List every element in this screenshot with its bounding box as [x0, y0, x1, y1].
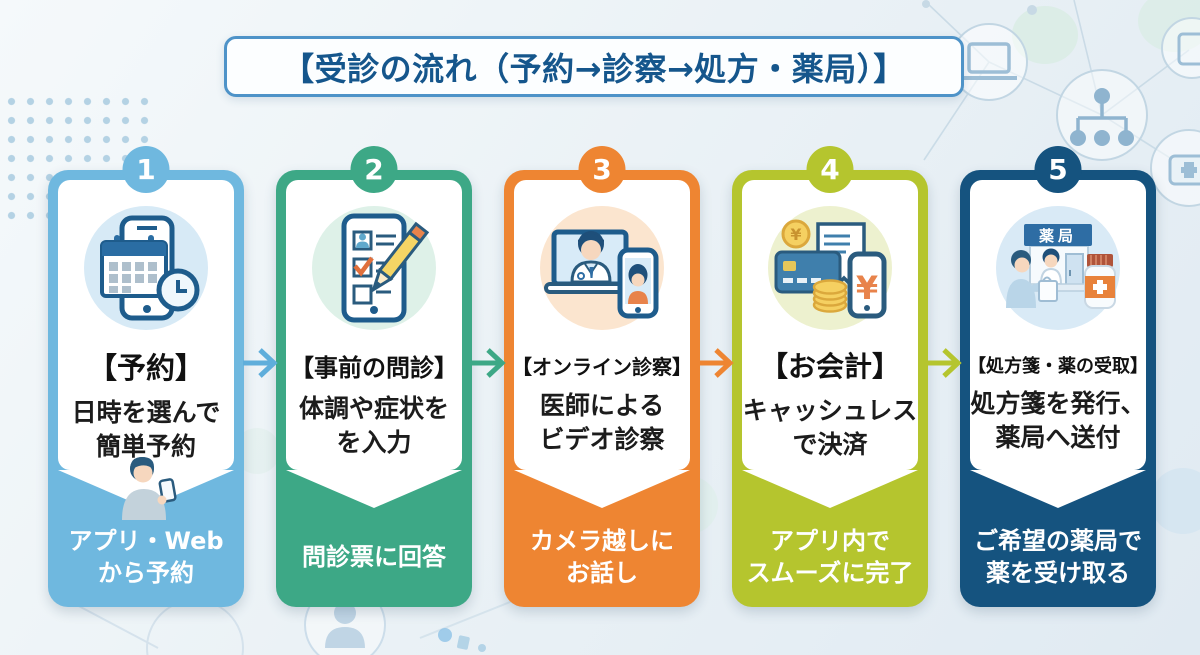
- svg-text:薬局: 薬局: [1038, 227, 1077, 245]
- step-panel: 【予約】 日時を選んで 簡単予約: [58, 180, 234, 470]
- step-panel: 【事前の問診】 体調や症状を を入力: [286, 180, 462, 470]
- step-panel: ¥ ¥ 【お会計】 キャッシュレス で決済: [742, 180, 918, 470]
- page-title: 【受診の流れ（予約→診察→処方・薬局）】: [282, 49, 906, 88]
- panel-chevron: [514, 470, 690, 508]
- flow-arrow-icon: [471, 348, 506, 378]
- org-chart-icon: [1056, 69, 1148, 161]
- step-heading: 【オンライン診察】: [512, 355, 692, 379]
- step-description: 医師による ビデオ診察: [539, 391, 665, 454]
- person-using-phone-icon: [122, 457, 177, 520]
- step-description: 処方箋を発行、 薬局へ送付: [970, 389, 1146, 452]
- flow-arrow-icon: [243, 348, 278, 378]
- step-card-2: 2: [276, 146, 472, 607]
- step-description: 日時を選んで 簡単予約: [71, 398, 221, 461]
- step-heading: 【お会計】: [759, 350, 900, 383]
- smartphone-calendar-clock-icon: [84, 206, 208, 330]
- step-number-badge: 1: [122, 146, 170, 193]
- cashless-payment-icon: ¥ ¥: [768, 206, 892, 330]
- step-footer: アプリ・Web から予約: [68, 526, 224, 587]
- tablet-icon: [1161, 17, 1200, 79]
- step-number-badge: 2: [350, 146, 398, 193]
- flow-arrow-icon: [699, 348, 734, 378]
- svg-text:¥: ¥: [790, 225, 801, 244]
- step-heading: 【処方箋・薬の受取】: [968, 356, 1148, 377]
- step-number-badge: 4: [806, 146, 854, 193]
- step-heading: 【予約】: [87, 351, 204, 385]
- laptop-doctor-video-call-icon: [540, 206, 664, 330]
- step-panel: 薬局 【処方箋・薬の受取: [968, 180, 1148, 470]
- flow-arrow-icon: [927, 348, 962, 378]
- svg-text:¥: ¥: [856, 269, 878, 307]
- panel-chevron: [742, 470, 918, 508]
- step-card-3: 3 【オンライン診察】 医師によ: [504, 146, 700, 607]
- step-card-1: 1 【予約】 日時を選んで: [48, 146, 244, 607]
- step-footer: アプリ内で スムーズに完了: [746, 526, 914, 587]
- step-description: 体調や症状を を入力: [298, 394, 449, 457]
- step-card-5: 5 薬局: [960, 146, 1156, 607]
- flow-steps: 1 【予約】 日時を選んで: [0, 146, 1200, 607]
- panel-chevron: [970, 470, 1146, 508]
- laptop-icon: [950, 23, 1028, 101]
- smartphone-questionnaire-pencil-icon: [312, 206, 436, 330]
- step-footer: 問診票に回答: [302, 542, 446, 571]
- step-number-badge: 3: [578, 146, 626, 193]
- step-heading: 【事前の問診】: [290, 354, 458, 382]
- blue-blob: [1150, 468, 1200, 534]
- step-footer: ご希望の薬局で 薬を受け取る: [974, 526, 1142, 587]
- first-aid-kit-icon: [1150, 129, 1200, 207]
- step-footer: カメラ越しに お話し: [530, 526, 674, 587]
- step-number-badge: 5: [1034, 146, 1082, 193]
- pharmacy-pickup-icon: 薬局: [996, 206, 1120, 330]
- title-box: 【受診の流れ（予約→診察→処方・薬局）】: [224, 36, 964, 97]
- step-card-4: 4 ¥: [732, 146, 928, 607]
- step-panel: 【オンライン診察】 医師による ビデオ診察: [512, 180, 692, 470]
- panel-chevron: [286, 470, 462, 508]
- network-decoration-top-right: [922, 0, 1200, 207]
- step-description: キャッシュレス で決済: [742, 396, 918, 459]
